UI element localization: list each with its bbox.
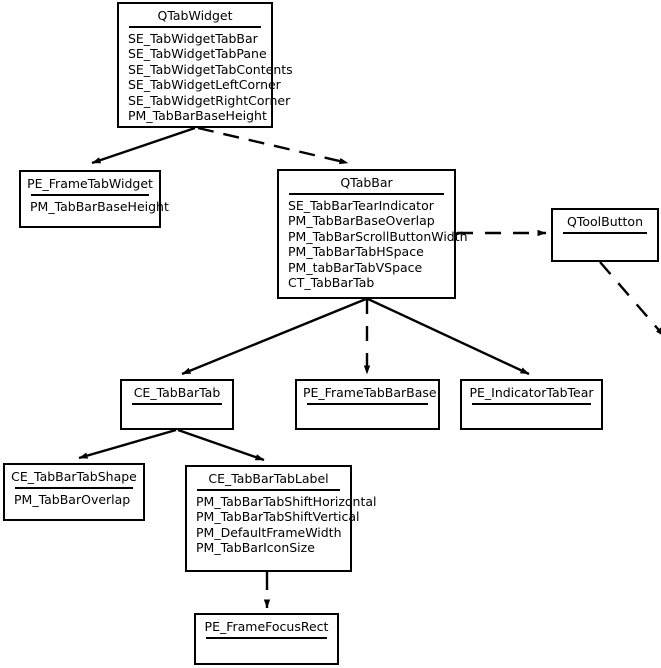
node-member: SE_TabWidgetTabBar <box>128 31 258 46</box>
node-members <box>462 408 601 426</box>
edge-ce-tabbartab-to-ce-tabbartabshape <box>78 428 177 460</box>
node-member: PM_TabBarTabHSpace <box>288 244 424 260</box>
edge-qtabwidget-to-pe-frametabwidget <box>91 126 196 165</box>
node-divider <box>15 487 133 489</box>
node-member: PM_TabBarBaseOverlap <box>288 213 435 229</box>
node-member: PM_TabBarBaseHeight <box>128 108 267 124</box>
node-title: PE_FrameTabBarBase <box>303 385 437 400</box>
node-title: QToolButton <box>567 214 643 229</box>
node-divider <box>307 403 428 405</box>
node-divider <box>206 637 327 639</box>
node-title: QTabBar <box>340 175 393 190</box>
node-divider <box>563 232 647 234</box>
node-divider <box>132 403 222 405</box>
edge-qtabwidget-to-qtabbar <box>197 126 349 165</box>
node-title: CE_TabBarTabShape <box>11 469 137 484</box>
node-divider <box>31 194 149 196</box>
node-ce-tabbartablabel[interactable]: CE_TabBarTabLabel PM_TabBarTabShiftHoriz… <box>185 465 377 572</box>
node-divider <box>472 403 591 405</box>
node-member: SE_TabWidgetTabContents <box>128 61 293 77</box>
edge-qtoolbutton-to-offscreen <box>599 261 661 337</box>
node-member: PM_DefaultFrameWidth <box>196 524 342 540</box>
node-title: CE_TabBarTab <box>133 385 221 400</box>
node-member: CT_TabBarTab <box>288 275 375 291</box>
node-ce-tabbartab[interactable]: CE_TabBarTab <box>120 379 234 430</box>
node-member: SE_TabBarTearIndicator <box>288 198 434 213</box>
node-member: SE_TabWidgetLeftCorner <box>128 77 281 93</box>
node-member: PM_tabBarTabVSpace <box>288 259 423 275</box>
node-title: QTabWidget <box>157 8 233 23</box>
node-members: PM_TabBarBaseHeight <box>21 199 169 218</box>
node-ce-tabbartabshape[interactable]: CE_TabBarTabShape PM_TabBarOverlap <box>3 463 145 521</box>
node-pe-framefocusrect[interactable]: PE_FrameFocusRect <box>194 613 339 665</box>
node-title: PE_IndicatorTabTear <box>469 385 594 400</box>
node-divider <box>129 26 261 28</box>
node-members <box>122 408 232 426</box>
node-title: CE_TabBarTabLabel <box>208 471 329 486</box>
node-title: PE_FrameTabWidget <box>27 176 153 191</box>
node-pe-frametabbarbase[interactable]: PE_FrameTabBarBase <box>295 379 440 430</box>
node-member: SE_TabWidgetRightCorner <box>128 92 291 108</box>
node-title: PE_FrameFocusRect <box>204 619 329 634</box>
node-pe-frametabwidget[interactable]: PE_FrameTabWidget PM_TabBarBaseHeight <box>19 170 169 228</box>
edge-qtabbar-to-ce-tabbartab <box>181 297 367 376</box>
node-member: PM_TabBarIconSize <box>196 540 315 556</box>
node-members <box>196 642 337 660</box>
node-member: PM_TabBarTabShiftHorizontal <box>196 494 377 509</box>
node-divider <box>289 193 444 195</box>
node-members: PM_TabBarOverlap <box>5 492 143 511</box>
node-member: PM_TabBarTabShiftVertical <box>196 509 360 525</box>
node-pe-indicatortabtear[interactable]: PE_IndicatorTabTear <box>460 379 603 430</box>
node-members <box>297 408 438 426</box>
node-divider <box>197 489 340 491</box>
node-member: PM_TabBarOverlap <box>14 492 131 507</box>
node-member: PM_TabBarScrollButtonWidth <box>288 228 468 244</box>
edge-ce-tabbartab-to-ce-tabbartablabel <box>177 428 265 462</box>
node-member: SE_TabWidgetTabPane <box>128 46 267 62</box>
node-members <box>553 237 657 255</box>
node-qtoolbutton[interactable]: QToolButton <box>551 208 659 262</box>
node-member: PM_TabBarBaseHeight <box>30 199 169 214</box>
edge-qtabbar-to-pe-indicatortabtear <box>367 297 530 376</box>
